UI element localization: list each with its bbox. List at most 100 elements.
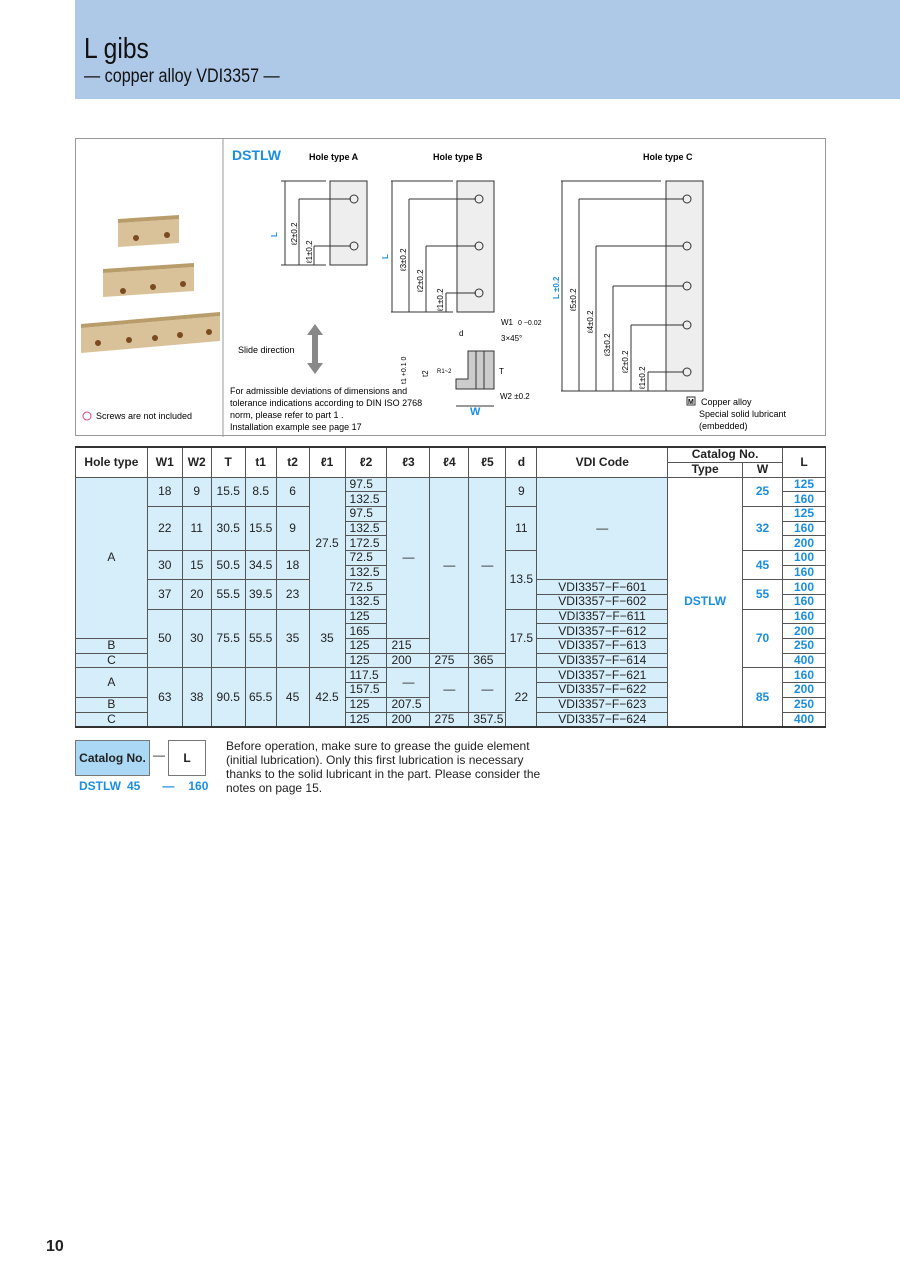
technical-drawing: Screws are not included DSTLW Hole type … — [81, 139, 787, 437]
column-header: ℓ1 — [308, 446, 346, 478]
product-code: DSTLW — [232, 147, 282, 163]
lubrication-note: Before operation, make sure to grease th… — [226, 739, 541, 795]
column-header: T — [210, 446, 246, 478]
table-cell: 13.5 — [505, 549, 538, 610]
column-header: ℓ3 — [386, 446, 431, 478]
column-header: t2 — [275, 446, 310, 478]
material-line: Copper alloy — [701, 397, 752, 407]
table-cell: 365 — [468, 652, 507, 669]
table-cell: 70 — [742, 608, 783, 669]
table-cell: 18 — [275, 549, 310, 581]
order-dash: — — [153, 748, 165, 762]
table-cell: 6 — [275, 476, 310, 507]
table-cell: 250 — [781, 696, 827, 713]
dim-t1: t1 +0.1 0 — [401, 356, 408, 384]
table-cell: 45 — [742, 549, 783, 581]
table-cell: 132.5 — [344, 564, 388, 581]
table-cell: VDI3357−F−614 — [536, 652, 669, 669]
column-subheader: Type — [667, 461, 744, 478]
table-cell: 30 — [181, 608, 212, 669]
dim-w: W — [470, 406, 481, 418]
page-subtitle: — copper alloy VDI3357 — — [84, 66, 280, 87]
table-cell: 125 — [344, 652, 388, 669]
table-cell: 97.5 — [344, 505, 388, 522]
table-cell: 55 — [742, 579, 783, 610]
table-cell: 160 — [781, 564, 827, 581]
table-cell: 50.5 — [210, 549, 246, 581]
table-cell: B — [75, 638, 148, 654]
dim-l1-b: ℓ1±0.2 — [436, 288, 445, 312]
table-cell: — — [468, 667, 507, 713]
table-cell: 132.5 — [344, 594, 388, 610]
page-header: L gibs — copper alloy VDI3357 — — [75, 0, 900, 99]
table-cell: 50 — [146, 608, 183, 669]
dim-l-b: L — [381, 254, 390, 259]
hole-type-c-drawing — [561, 180, 704, 392]
dim-w1: W1 — [501, 318, 514, 327]
dim-l2-a: ℓ2±0.2 — [290, 222, 299, 246]
hole-type-a-drawing — [281, 180, 368, 266]
table-cell: 100 — [781, 579, 827, 595]
table-cell: 207.5 — [386, 696, 431, 713]
column-header: W2 — [181, 446, 212, 478]
dim-l3-b: ℓ3±0.2 — [399, 248, 408, 272]
table-cell: 125 — [781, 505, 827, 522]
table-cell: 75.5 — [210, 608, 246, 669]
table-cell: 65.5 — [244, 667, 277, 728]
material-line: Special solid lubricant — [699, 409, 787, 419]
dim-l3-c: ℓ3±0.2 — [603, 333, 612, 357]
table-cell: B — [75, 696, 148, 713]
table-cell: VDI3357−F−621 — [536, 667, 669, 684]
table-cell: 200 — [386, 652, 431, 669]
table-cell: 97.5 — [344, 476, 388, 493]
cross-section-drawing: W1 0 −0.02 3×45° d T W2 ±0.2 t1 +0.1 0 t… — [401, 318, 542, 418]
dim-t: T — [499, 367, 504, 376]
table-cell: DSTLW — [667, 476, 744, 728]
table-cell: 160 — [781, 491, 827, 507]
column-subheader: W — [742, 461, 783, 478]
material-line: (embedded) — [699, 421, 748, 431]
table-cell: 38 — [181, 667, 212, 728]
table-cell: VDI3357−F−622 — [536, 682, 669, 698]
table-cell: 15.5 — [244, 505, 277, 551]
catalog-no-box: Catalog No. — [75, 740, 150, 776]
example-type: DSTLW — [79, 779, 121, 793]
column-header: VDI Code — [536, 446, 669, 478]
dim-l1-c: ℓ1±0.2 — [638, 366, 647, 390]
table-cell: 250 — [781, 638, 827, 654]
table-cell: 165 — [344, 623, 388, 640]
table-cell: — — [536, 476, 669, 581]
table-cell: 200 — [781, 623, 827, 640]
dim-l4-c: ℓ4±0.2 — [586, 310, 595, 334]
dim-l2-b: ℓ2±0.2 — [416, 269, 425, 293]
column-header: W1 — [146, 446, 183, 478]
table-cell: 22 — [505, 667, 538, 728]
note-line: For admissible deviations of dimensions … — [230, 386, 407, 396]
table-cell: 200 — [781, 682, 827, 698]
table-cell: — — [468, 476, 507, 654]
screw-icon — [82, 411, 92, 421]
column-header: t1 — [244, 446, 277, 478]
table-cell: 200 — [781, 535, 827, 551]
dim-w1-tol: 0 −0.02 — [518, 320, 542, 327]
page-number: 10 — [46, 1238, 64, 1255]
table-cell: 85 — [742, 667, 783, 728]
table-cell: 90.5 — [210, 667, 246, 728]
table-cell: 35 — [308, 608, 346, 669]
table-cell: 160 — [781, 608, 827, 625]
table-cell: VDI3357−F−613 — [536, 638, 669, 654]
table-cell: 125 — [344, 711, 388, 728]
table-cell: 18 — [146, 476, 183, 507]
table-cell: VDI3357−F−623 — [536, 696, 669, 713]
table-cell: VDI3357−F−624 — [536, 711, 669, 728]
product-panel: Screws are not included DSTLW Hole type … — [75, 138, 826, 437]
slide-direction-arrow-icon — [307, 324, 323, 374]
example-w: 45 — [127, 779, 141, 793]
table-cell: 55.5 — [244, 608, 277, 669]
